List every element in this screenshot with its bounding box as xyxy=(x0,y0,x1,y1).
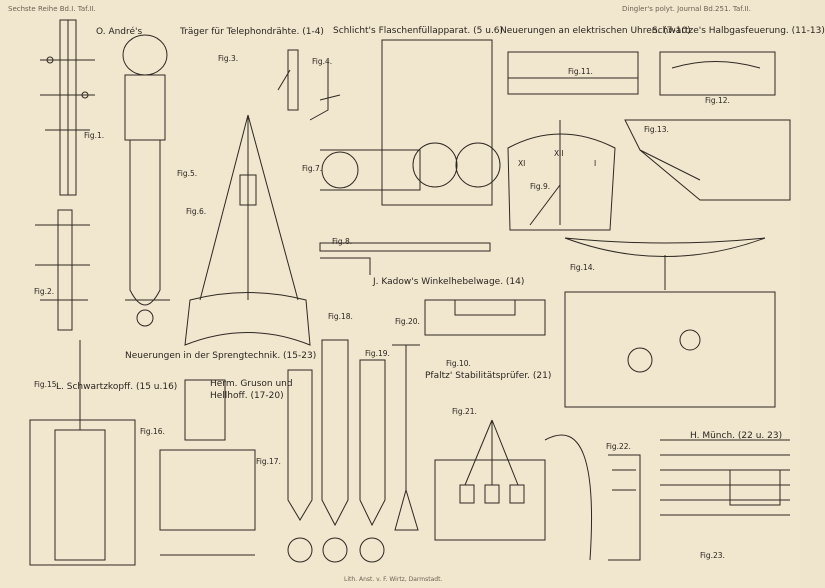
fig17-drawing xyxy=(287,369,313,521)
fig17-label: Fig.17. xyxy=(256,457,281,466)
fig11-drawing xyxy=(507,51,639,95)
fig16-label: Fig.16. xyxy=(140,427,165,436)
clock-numeral-xii: XII xyxy=(554,149,564,158)
fig22-label: Fig.22. xyxy=(606,442,631,451)
title-andre: O. André's xyxy=(96,27,143,37)
engravings xyxy=(29,19,791,566)
title-gruson-line2: Hellhoff. (17-20) xyxy=(210,391,284,401)
fig5-label: Fig.5. xyxy=(177,169,198,178)
clock-numeral-i: I xyxy=(594,159,597,168)
title-pfaltz: Pfaltz' Stabilitätsprüfer. (21) xyxy=(425,371,552,381)
plate-series-label: Sechste Reihe Bd.I. Taf.II. xyxy=(8,5,96,13)
fig18-drawing xyxy=(321,339,349,527)
fig20-label: Fig.20. xyxy=(395,317,420,326)
fig1-label: Fig.1. xyxy=(84,131,105,140)
fig1-bracket-drawing xyxy=(40,19,95,196)
clock-numeral-xi: XI xyxy=(518,159,526,168)
fig8-drawing xyxy=(319,242,491,275)
fig2-bracket-drawing xyxy=(35,209,90,331)
fig3-drawing xyxy=(277,49,299,111)
fig22-drawing xyxy=(608,454,641,561)
fig13-drawing xyxy=(624,119,791,201)
fig5-bottle-filler-drawing xyxy=(122,34,170,327)
fig23-label: Fig.23. xyxy=(700,551,725,560)
fig6-label: Fig.6. xyxy=(186,207,207,216)
title-traeger: Träger für Telephondrähte. (1-4) xyxy=(180,27,324,37)
fig18-label: Fig.18. xyxy=(328,312,353,321)
title-kadow: J. Kadow's Winkelhebelwage. (14) xyxy=(373,277,525,287)
fig6-tripod-drawing xyxy=(184,114,311,346)
fig19-drawing xyxy=(359,359,386,527)
fig8-label: Fig.8. xyxy=(332,237,353,246)
fig4-drawing xyxy=(309,60,341,121)
fig14-scale-drawing xyxy=(564,237,776,408)
title-muench: H. Münch. (22 u. 23) xyxy=(690,431,783,441)
fig9-label: Fig.9. xyxy=(530,182,551,191)
title-gruson-line1: Herm. Gruson und xyxy=(210,379,293,389)
fig15-drawing xyxy=(29,340,136,566)
fig9-clock-drawing xyxy=(507,120,616,231)
title-schwartzkopff: L. Schwartzkopff. (15 u.16) xyxy=(56,382,178,392)
title-uhren: Neuerungen an elektrischen Uhren. (7-10) xyxy=(500,26,691,36)
fig10-drawing xyxy=(424,299,546,336)
title-schwartze: Schwartze's Halbgasfeuerung. (11-13) xyxy=(652,26,825,36)
title-spreng: Neuerungen in der Sprengtechnik. (15-23) xyxy=(125,351,317,361)
fig10-label: Fig.10. xyxy=(446,359,471,368)
journal-reference: Dingler's polyt. Journal Bd.251. Taf.II. xyxy=(622,5,751,13)
fig16-drawing xyxy=(159,379,256,556)
fig14-label: Fig.14. xyxy=(570,263,595,272)
fig7-drawing xyxy=(320,39,501,206)
fig19-label: Fig.19. xyxy=(365,349,390,358)
fig13-label: Fig.13. xyxy=(644,125,669,134)
title-schlicht: Schlicht's Flaschenfüllapparat. (5 u.6) xyxy=(333,26,504,36)
fig7-label: Fig.7. xyxy=(302,164,323,173)
fig23-drawing xyxy=(660,439,790,516)
lithographer-credit: Lith. Anst. v. F. Wirtz, Darmstadt. xyxy=(344,576,443,583)
fig15-label: Fig.15. xyxy=(34,380,59,389)
rosettes-drawing xyxy=(287,537,385,563)
fig2-label: Fig.2. xyxy=(34,287,55,296)
plate: Sechste Reihe Bd.I. Taf.II. Dingler's po… xyxy=(8,5,825,583)
fig21-drawing xyxy=(434,419,593,561)
fig11-label: Fig.11. xyxy=(568,67,593,76)
fig12-label: Fig.12. xyxy=(705,96,730,105)
fig20-drawing xyxy=(392,344,420,531)
fig21-label: Fig.21. xyxy=(452,407,477,416)
fig4-label: Fig.4. xyxy=(312,57,333,66)
fig3-label: Fig.3. xyxy=(218,54,239,63)
fig12-drawing xyxy=(659,51,776,96)
